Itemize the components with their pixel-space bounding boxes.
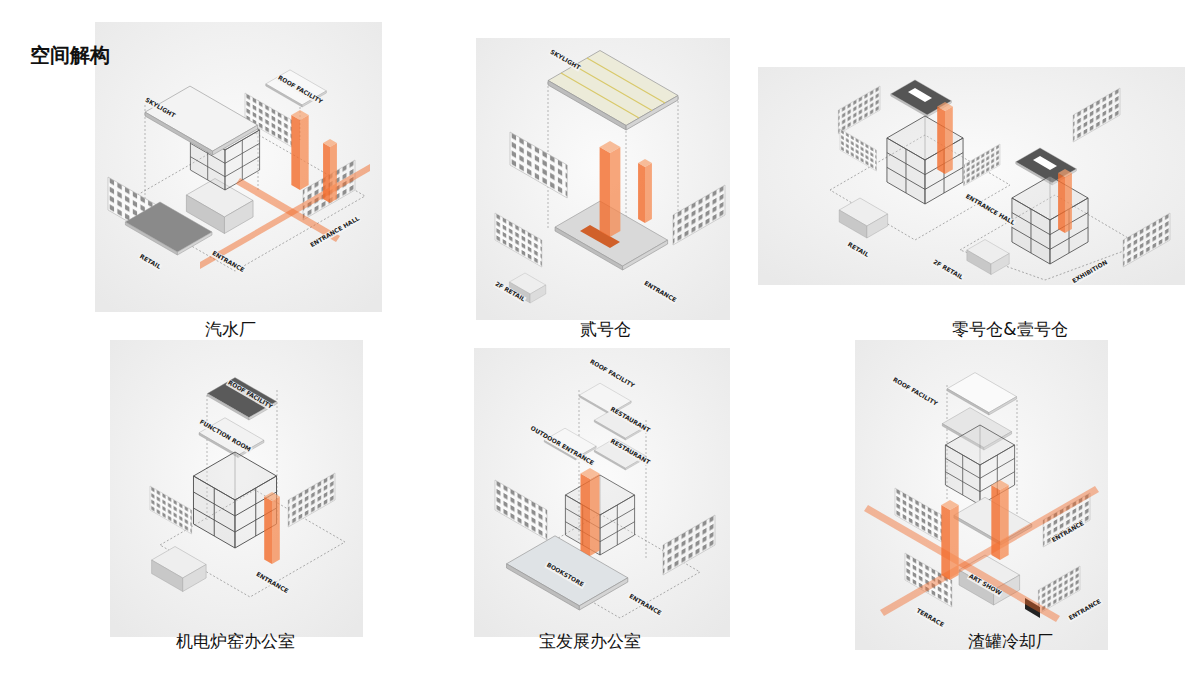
space-label: RETAIL [845,241,870,259]
space-label: ENTRANCE [1067,598,1103,623]
space-label: ROOF FACILITY [588,358,637,390]
baofazhan-office-axonometric-part [580,468,599,556]
panel-ground-part [855,340,1108,650]
space-label: ROOF FACILITY [891,376,940,408]
space-label: ENTRANCE [642,280,678,305]
baofazhan-office-axonometric-part [663,515,715,575]
space-label: RESTAURANT [608,437,652,466]
space-label: ENTRANCE [254,571,290,596]
panel-ground [95,22,1185,650]
warehouse-0-1-axonometric-part [964,144,1000,186]
space-label: OUTDOOR ENTRANCE [528,425,596,468]
soda-factory-axonometric-part [245,93,292,147]
space-label: ENTRANCE HALL [963,193,1016,228]
diagram-panel: 宝发展办公室 [474,348,730,637]
space-label: ROOF FACILITY [226,379,275,411]
warehouse-2-axonometric-part [495,213,542,267]
space-label: TERRACE [914,607,946,629]
diagram-panel: 渣罐冷却厂 [855,340,1108,650]
baofazhan-office-axonometric-part [565,475,634,555]
board-title: 空间解构 [30,44,110,66]
slag-cooling-plant-axonometric-part [880,486,1099,616]
space-label: RETAIL [137,253,162,271]
slag-cooling-plant-axonometric-part [895,488,942,542]
panel-caption: 零号仓&壹号仓 [952,320,1067,339]
slag-cooling-plant-axonometric [864,373,1099,622]
panel-ground-part [758,67,1185,285]
warehouse-0-1-axonometric-part [937,102,953,174]
warehouse-0-1-axonometric-part [838,86,880,134]
warehouse-2-axonometric-part [510,132,567,198]
warehouse-2-axonometric-part [600,141,621,237]
space-label: ENTRANCE [627,593,663,618]
warehouse-0-1-axonometric-part [839,198,887,238]
slag-cooling-plant-axonometric-part [1038,566,1080,614]
space-label: ENTRANCE [1050,520,1086,545]
baofazhan-office-axonometric [495,383,715,618]
space-label: ENTRANCE HALL [308,215,361,250]
slag-cooling-plant-axonometric-part [941,500,958,580]
baofazhan-office-axonometric-part [495,480,547,540]
furnace-office-axonometric-part [150,486,192,534]
warehouse-2-axonometric-part [638,159,652,223]
soda-factory-axonometric-part [145,86,258,155]
warehouse-0-1-axonometric [830,80,1170,280]
baofazhan-office-axonometric-part [507,536,628,610]
furnace-office-axonometric-part [288,473,335,527]
space-label: SKYLIGHT [143,96,177,120]
warehouse-2-axonometric-part [673,185,725,245]
slag-cooling-plant-axonometric-part [947,373,1016,415]
warehouse-0-1-axonometric-part [1033,156,1057,170]
soda-factory-axonometric-part [266,70,327,107]
space-label: ART SHOW [967,572,1004,597]
panel-caption: 机电炉窑办公室 [176,632,295,651]
panel-caption: 贰号仓 [580,320,631,339]
panel-ground-part [474,348,730,637]
furnace-office-axonometric [150,378,345,597]
slag-cooling-plant-axonometric-part [991,480,1008,560]
panel-caption: 宝发展办公室 [539,632,641,651]
warehouse-0-1-axonometric-part [840,129,876,171]
panel-caption: 汽水厂 [205,320,256,339]
furnace-office-axonometric-part [207,378,276,420]
panel-caption: 渣罐冷却厂 [968,632,1053,651]
warehouse-0-1-axonometric-part [908,88,932,102]
furnace-office-axonometric-part [264,492,280,564]
space-label: RESTAURANT [608,405,652,434]
space-label: 2F RETAIL [931,258,965,282]
space-label: BOOKSTORE [544,561,585,589]
diagram-panel: 零号仓&壹号仓 [758,67,1185,285]
warehouse-0-1-axonometric-part [1123,213,1170,267]
warehouse-2-axonometric [495,51,725,304]
diagram-panel: 贰号仓 [476,38,730,320]
space-label: ROOF FACILITY [276,74,325,106]
soda-factory-axonometric-part [291,110,308,190]
warehouse-0-1-axonometric-part [967,240,1009,275]
baofazhan-office-axonometric-part [579,383,631,415]
space-label: FUNCTION ROOM [197,418,252,454]
panel-ground-part [476,38,730,320]
soda-factory-axonometric [108,70,370,271]
furnace-office-axonometric-part [152,547,207,592]
soda-factory-axonometric-part [323,139,337,203]
space-label: ENTRANCE [210,250,246,275]
warehouse-0-1-axonometric-part [1073,88,1120,142]
warehouse-0-1-axonometric-part [1012,176,1088,264]
furnace-office-axonometric-part [193,452,276,548]
soda-factory-axonometric-part [200,164,370,269]
space-label: SKYLIGHT [548,48,582,72]
space-label: 2F RETAIL [493,280,527,304]
space-label: EXHIBITION [1070,259,1109,286]
warehouse-0-1-axonometric-part [1058,169,1072,233]
panel-ground-part [95,22,382,312]
panel-ground-part [110,340,363,637]
